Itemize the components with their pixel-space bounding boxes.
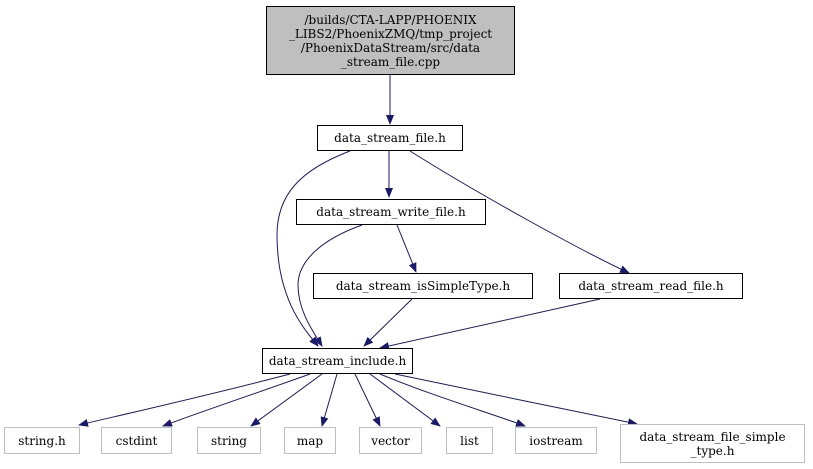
node-label: list <box>460 433 479 448</box>
node-label: data_stream_file_simple _type.h <box>639 429 786 458</box>
edge-include-h-to-iostream <box>379 373 526 427</box>
node-label: iostream <box>529 433 583 448</box>
node-label: /builds/CTA-LAPP/PHOENIX _LIBS2/PhoenixZ… <box>288 12 493 69</box>
node-map[interactable]: map <box>284 427 336 454</box>
node-string-h[interactable]: string.h <box>4 427 80 454</box>
edge-isSimpleType-h-to-include-h <box>363 298 413 347</box>
node-data-stream-include-h[interactable]: data_stream_include.h <box>262 348 413 374</box>
edge-include-h-to-vector <box>354 373 381 427</box>
node-data-stream-file-simple-type-h[interactable]: data_stream_file_simple _type.h <box>620 424 805 463</box>
edge-include-h-to-cstdint <box>162 373 311 427</box>
node-label: vector <box>371 433 410 448</box>
edge-include-h-to-list <box>369 373 441 427</box>
node-data-stream-write-file-h[interactable]: data_stream_write_file.h <box>296 199 486 225</box>
node-list[interactable]: list <box>446 427 493 454</box>
node-label: data_stream_file.h <box>334 131 446 145</box>
edge-write-file-h-to-include-h <box>297 224 363 347</box>
edge-include-h-to-string-h <box>78 373 291 427</box>
node-label: cstdint <box>115 433 158 448</box>
node-data-stream-read-file-h[interactable]: data_stream_read_file.h <box>559 273 743 299</box>
node-data-stream-isSimpleType-h[interactable]: data_stream_isSimpleType.h <box>313 273 533 299</box>
node-label: string.h <box>18 433 66 448</box>
node-label: map <box>296 433 324 448</box>
node-label: data_stream_include.h <box>268 354 407 368</box>
edge-write-file-h-to-isSimpleType-h <box>396 224 417 273</box>
node-label: data_stream_isSimpleType.h <box>335 279 511 293</box>
node-cstdint[interactable]: cstdint <box>101 427 172 454</box>
node-label: data_stream_read_file.h <box>578 279 724 293</box>
node-string[interactable]: string <box>197 427 261 454</box>
node-iostream[interactable]: iostream <box>515 427 597 454</box>
edge-include-h-to-string <box>250 373 323 427</box>
edge-include-h-to-file-simple-type-h <box>394 373 638 427</box>
node-label: data_stream_write_file.h <box>316 205 466 219</box>
edge-data-stream-file-h-to-include-h <box>276 150 351 347</box>
edge-read-file-h-to-include-h <box>379 298 601 350</box>
edge-data-stream-file-h-to-read-file-h <box>409 150 630 274</box>
node-vector[interactable]: vector <box>359 427 422 454</box>
node-data-stream-file-h[interactable]: data_stream_file.h <box>317 125 463 151</box>
edge-include-h-to-map <box>320 373 338 427</box>
node-data-stream-file-cpp[interactable]: /builds/CTA-LAPP/PHOENIX _LIBS2/PhoenixZ… <box>266 6 515 75</box>
node-label: string <box>211 433 247 448</box>
